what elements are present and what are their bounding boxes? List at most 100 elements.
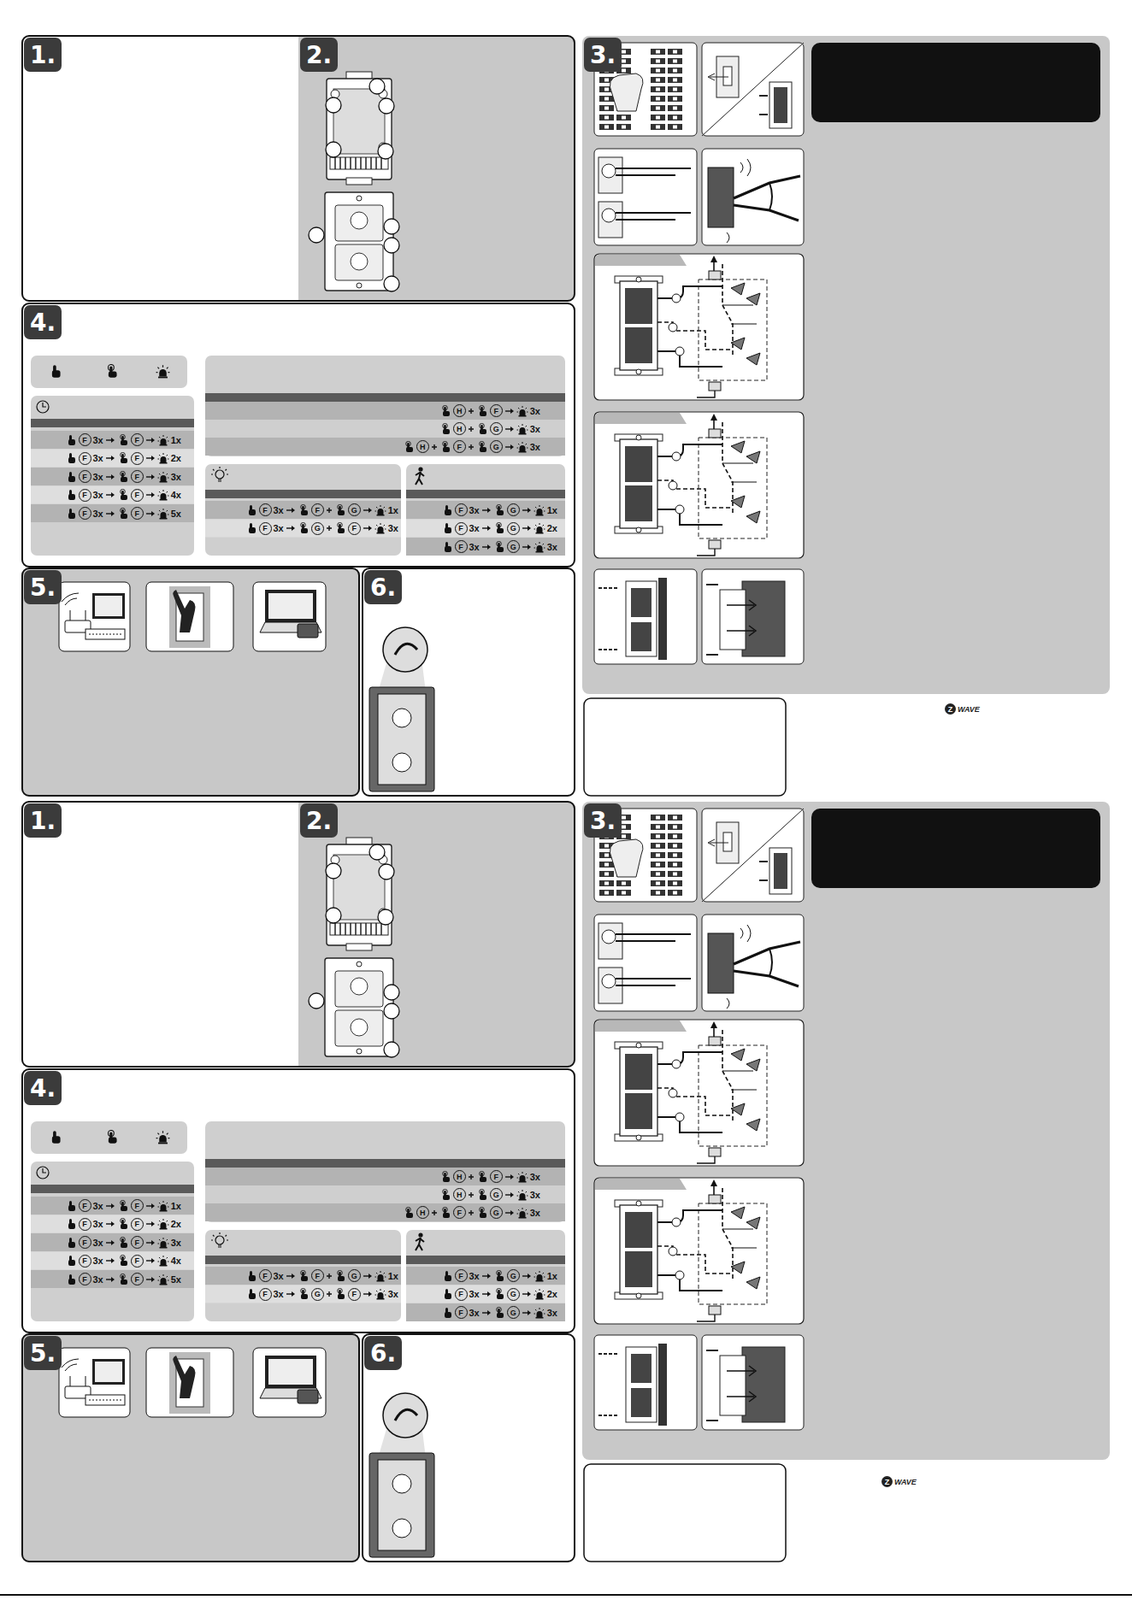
indicator-icon	[374, 522, 387, 535]
button-letter: F	[311, 1269, 325, 1283]
press-icon	[245, 1270, 258, 1283]
sequence-row: F3xG3x	[406, 1303, 558, 1322]
plus-icon	[431, 1210, 437, 1216]
tap-icon	[476, 441, 489, 454]
tap-icon	[439, 1189, 452, 1202]
zwave-logo: ZWAVE	[881, 1476, 917, 1488]
tap-icon	[478, 441, 486, 453]
arrow-icon	[105, 1256, 116, 1266]
indicator-icon	[533, 505, 545, 517]
button-letter: F	[454, 503, 468, 517]
button-letter: F	[78, 1199, 92, 1213]
arrow-icon	[105, 490, 116, 500]
repeat-count: 2x	[547, 523, 558, 534]
indicator-icon	[516, 1190, 528, 1202]
arrow-icon	[286, 525, 295, 531]
plus-icon	[325, 1273, 333, 1280]
button-letter: F	[78, 452, 92, 466]
button-letter: G	[347, 503, 361, 517]
indicator-icon	[157, 435, 169, 447]
arrow-icon	[146, 474, 155, 480]
arrow-icon	[105, 509, 116, 519]
tap-icon	[442, 441, 449, 453]
press-icon	[441, 1307, 454, 1320]
press-icon	[444, 542, 452, 553]
indicator-icon	[533, 1271, 545, 1283]
arrow-icon	[505, 1210, 514, 1216]
arrow-icon	[504, 424, 515, 434]
arrow-icon	[522, 1273, 531, 1280]
press-icon	[68, 489, 76, 501]
indicator-icon	[533, 504, 546, 517]
sequence-row: HF3x	[205, 401, 541, 420]
press-icon	[64, 452, 77, 465]
repeat-count: 4x	[170, 1255, 182, 1267]
arrow-icon	[105, 472, 116, 482]
tap-icon	[405, 1207, 413, 1219]
sequence-row: F3xF2x	[30, 1215, 182, 1234]
step-number: 1.	[23, 37, 62, 72]
sequence-row: HF3x	[205, 1167, 541, 1186]
repeat-count: 3x	[530, 424, 541, 435]
tap-icon	[439, 423, 452, 436]
step-number: 2.	[300, 803, 338, 838]
button-letter: F	[130, 489, 144, 502]
indicator-icon	[516, 424, 528, 436]
button-letter: F	[454, 540, 468, 554]
arrow-icon	[106, 492, 115, 498]
arrow-icon	[145, 472, 156, 482]
press-icon	[441, 1270, 454, 1283]
arrow-icon	[522, 1310, 531, 1316]
tap-icon	[300, 1270, 307, 1282]
arrow-icon	[362, 1272, 373, 1281]
upper-sheet	[22, 35, 1110, 796]
repeat-count: 3x	[93, 1238, 104, 1249]
repeat-count: 1x	[170, 435, 182, 446]
arrow-icon	[362, 506, 373, 515]
button-letter: F	[454, 1306, 468, 1320]
plus-icon	[325, 1291, 333, 1298]
button-letter: F	[78, 470, 92, 484]
tap-icon	[119, 452, 127, 464]
repeat-count: 3x	[273, 505, 284, 516]
button-letter: G	[489, 1188, 503, 1202]
button-letter: F	[259, 1269, 272, 1283]
arrow-icon	[482, 544, 491, 550]
arrow-icon	[145, 1220, 156, 1229]
press-icon	[68, 1201, 76, 1212]
step-panel: 5.	[22, 568, 360, 796]
sequence-row: F3xF5x	[30, 1270, 182, 1289]
indicator-icon	[157, 1255, 170, 1268]
repeat-count: 3x	[530, 1190, 541, 1201]
tap-icon	[300, 1288, 307, 1300]
indicator-icon	[516, 1172, 528, 1184]
button-letter: H	[416, 440, 430, 454]
arrow-icon	[105, 1202, 116, 1211]
step-number: 3.	[583, 803, 622, 838]
button-letter: G	[507, 1288, 520, 1302]
step-number: 6.	[364, 1336, 402, 1371]
button-letter: F	[78, 1255, 92, 1268]
tap-icon	[476, 1189, 489, 1202]
indicator-icon	[157, 1238, 169, 1250]
repeat-count: 3x	[388, 1289, 399, 1300]
press-icon	[64, 471, 77, 484]
arrow-icon	[145, 490, 156, 500]
indicator-icon	[533, 522, 546, 535]
tap-icon	[493, 541, 506, 554]
button-letter: H	[416, 1206, 430, 1220]
step-number: 2.	[300, 37, 338, 72]
tap-icon	[119, 1218, 127, 1230]
arrow-icon	[146, 455, 155, 461]
repeat-count: 3x	[93, 1201, 104, 1212]
press-icon	[245, 522, 258, 535]
tap-icon	[495, 1288, 503, 1300]
button-letter: F	[311, 503, 325, 517]
arrow-icon	[145, 509, 156, 519]
arrow-icon	[505, 1192, 514, 1198]
indicator-icon	[533, 1270, 546, 1283]
plus-icon	[325, 524, 333, 532]
arrow-icon	[285, 1272, 296, 1281]
arrow-icon	[505, 1174, 514, 1180]
